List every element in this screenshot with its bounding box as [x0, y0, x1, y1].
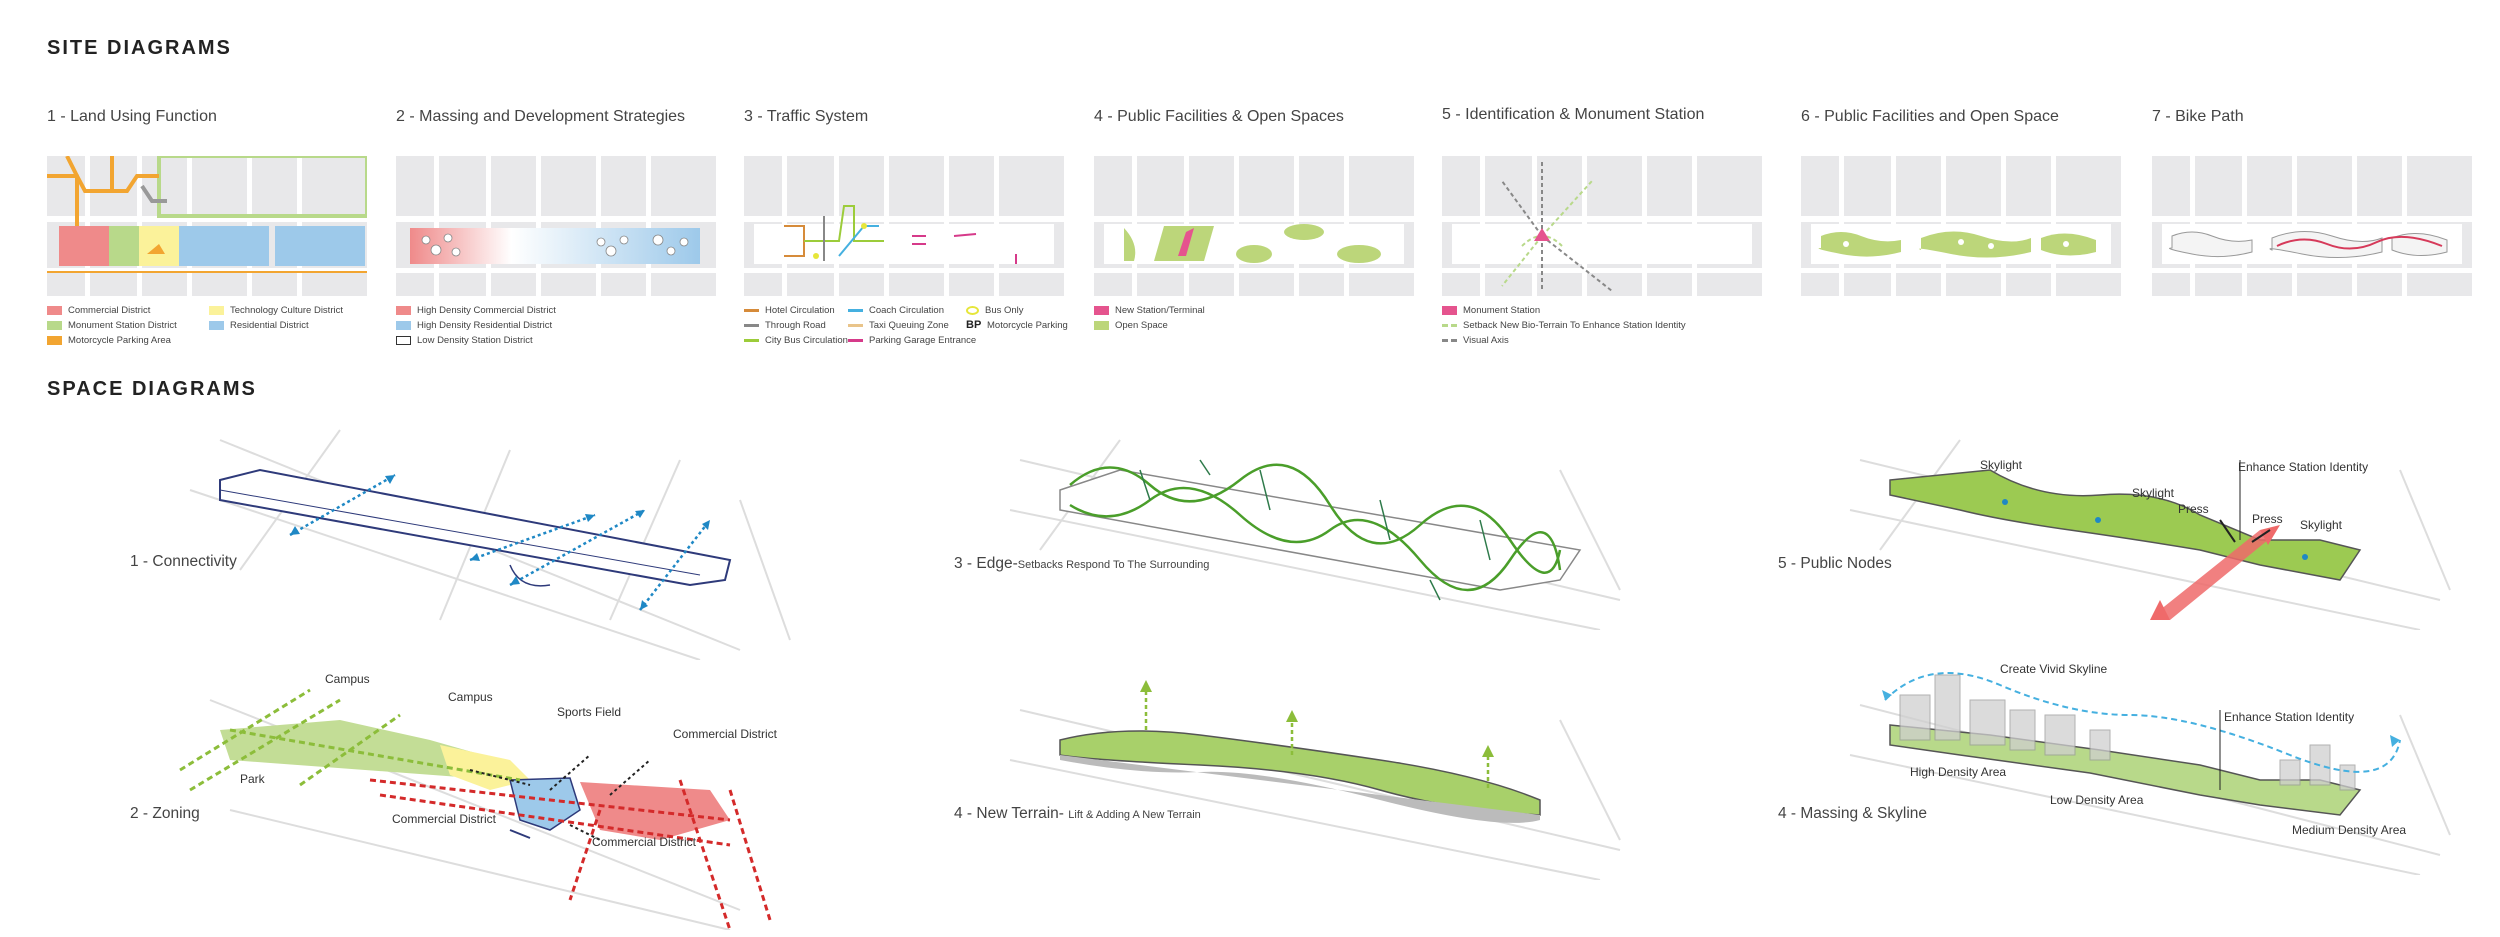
legend-citybus: City Bus Circulation [765, 333, 848, 348]
legend-low-station: Low Density Station District [417, 333, 533, 348]
panel-5-title: 5 - Identification & Monument Station [1442, 106, 1704, 124]
monument-map [1442, 156, 1762, 296]
legend-motorcycle: Motorcycle Parking Area [68, 333, 171, 348]
legend-high-residential: High Density Residential District [417, 318, 552, 333]
skyline-create-vivid: Create Vivid Skyline [2000, 662, 2107, 676]
edge-setbacks-label-main: 3 - Edge- [954, 555, 1018, 572]
legend-motorcycle-parking: Motorcycle Parking [987, 318, 1068, 333]
massing-skyline-label: 4 - Massing & Skyline [1778, 805, 1927, 823]
legend-hotel: Hotel Circulation [765, 303, 835, 318]
legend-open-space: Open Space [1115, 318, 1168, 333]
nodes-enhance-identity: Enhance Station Identity [2238, 460, 2368, 474]
open-space-map [1094, 156, 1414, 296]
panel-7-title: 7 - Bike Path [2152, 108, 2244, 126]
new-terrain-label: 4 - New Terrain- Lift & Adding A New Ter… [954, 805, 1201, 823]
public-nodes-label: 5 - Public Nodes [1778, 555, 1892, 573]
legend-taxi: Taxi Queuing Zone [869, 318, 949, 333]
skyline-low-density: Low Density Area [2050, 793, 2143, 807]
edge-setbacks-label-small: Setbacks Respond To The Surrounding [1018, 559, 1210, 571]
skyline-medium-density: Medium Density Area [2292, 823, 2406, 837]
massing-map [396, 156, 716, 296]
legend-parking: Parking Garage Entrance [869, 333, 976, 348]
zoning-campus-1: Campus [325, 672, 370, 686]
legend-setback: Setback New Bio-Terrain To Enhance Stati… [1463, 318, 1686, 333]
legend-2: High Density Commercial District High De… [396, 303, 716, 348]
legend-busonly: Bus Only [985, 303, 1024, 318]
bike-path-map [2152, 156, 2472, 296]
zoning-park: Park [240, 772, 265, 786]
space-diagrams-heading: SPACE DIAGRAMS [47, 378, 257, 401]
edge-setbacks-diagram [1000, 430, 1640, 630]
skyline-high-density: High Density Area [1910, 765, 2006, 779]
panel-4-title: 4 - Public Facilities & Open Spaces [1094, 108, 1344, 126]
legend-monument-station: Monument Station [1463, 303, 1540, 318]
nodes-skylight-2: Skylight [2132, 486, 2174, 500]
motorcycle-parking-icon: BP [966, 318, 981, 333]
zoning-commercial-a: Commercial District [673, 727, 777, 741]
legend-through: Through Road [765, 318, 826, 333]
nodes-skylight-3: Skylight [2300, 518, 2342, 532]
zoning-sports-field: Sports Field [557, 705, 621, 719]
legend-residential: Residential District [230, 318, 309, 333]
site-diagrams-heading: SITE DIAGRAMS [47, 37, 232, 60]
nodes-press-1: Press [2178, 502, 2209, 516]
new-terrain-label-main: 4 - New Terrain- [954, 805, 1068, 822]
zoning-commercial-b: Commercial District [392, 812, 496, 826]
connectivity-label: 1 - Connectivity [130, 553, 237, 571]
zoning-campus-2: Campus [448, 690, 493, 704]
legend-monument: Monument Station District [68, 318, 177, 333]
legend-5: Monument Station Setback New Bio-Terrain… [1442, 303, 1762, 348]
legend-coach: Coach Circulation [869, 303, 944, 318]
connectivity-diagram [180, 420, 800, 660]
zoning-commercial-c: Commercial District [592, 835, 696, 849]
nodes-skylight-1: Skylight [1980, 458, 2022, 472]
skyline-enhance-identity: Enhance Station Identity [2224, 710, 2354, 724]
nodes-press-2: Press [2252, 512, 2283, 526]
traffic-map [744, 156, 1064, 296]
legend-4: New Station/Terminal Open Space [1094, 303, 1414, 333]
edge-setbacks-label: 3 - Edge-Setbacks Respond To The Surroun… [954, 555, 1209, 573]
new-terrain-diagram [1000, 680, 1640, 880]
land-use-map [47, 156, 367, 296]
zoning-label: 2 - Zoning [130, 805, 200, 823]
legend-high-commercial: High Density Commercial District [417, 303, 556, 318]
panel-2-title: 2 - Massing and Development Strategies [396, 108, 685, 126]
panel-6-title: 6 - Public Facilities and Open Space [1801, 108, 2059, 126]
legend-commercial: Commercial District [68, 303, 150, 318]
public-facilities-map [1801, 156, 2121, 296]
legend-visual-axis: Visual Axis [1463, 333, 1509, 348]
panel-3-title: 3 - Traffic System [744, 108, 868, 126]
bus-only-icon [966, 306, 979, 315]
legend-new-station: New Station/Terminal [1115, 303, 1205, 318]
legend-technology: Technology Culture District [230, 303, 343, 318]
new-terrain-label-small: Lift & Adding A New Terrain [1068, 809, 1201, 821]
panel-1-title: 1 - Land Using Function [47, 108, 217, 126]
